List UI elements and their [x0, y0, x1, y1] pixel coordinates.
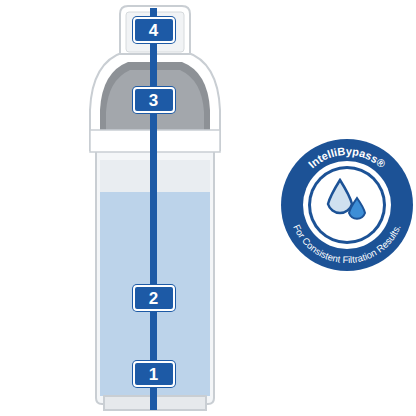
flow-rod-segment: [150, 43, 157, 87]
callout-number: 1: [149, 366, 158, 383]
badge-inner: [308, 166, 386, 244]
feature-badge: IntelliBypass® For Consistent Filtration …: [280, 138, 414, 272]
badge-center: [311, 169, 383, 241]
flow-rod-segment: [150, 113, 157, 285]
flow-rod: [153, 113, 154, 285]
callout-number: 4: [149, 22, 158, 39]
callout-number: 3: [149, 92, 158, 109]
water-drop-large: [328, 180, 352, 213]
water-drop-small: [349, 198, 365, 219]
flow-rod: [153, 311, 154, 361]
callout-box: 2: [133, 285, 175, 311]
callout-box: 4: [133, 17, 175, 43]
callout-number: 2: [149, 290, 158, 307]
badge-tagline: For Consistent Filtration Results.: [291, 223, 403, 265]
flow-rod-segment: [150, 311, 157, 361]
badge-text-layer: IntelliBypass® For Consistent Filtration …: [280, 138, 414, 272]
badge-ring: [303, 161, 391, 249]
flow-rod: [153, 43, 154, 87]
callout-box: 3: [133, 87, 175, 113]
badge-disc: [281, 139, 413, 271]
badge-title: IntelliBypass®: [306, 145, 388, 170]
callout-box: 1: [133, 361, 175, 387]
